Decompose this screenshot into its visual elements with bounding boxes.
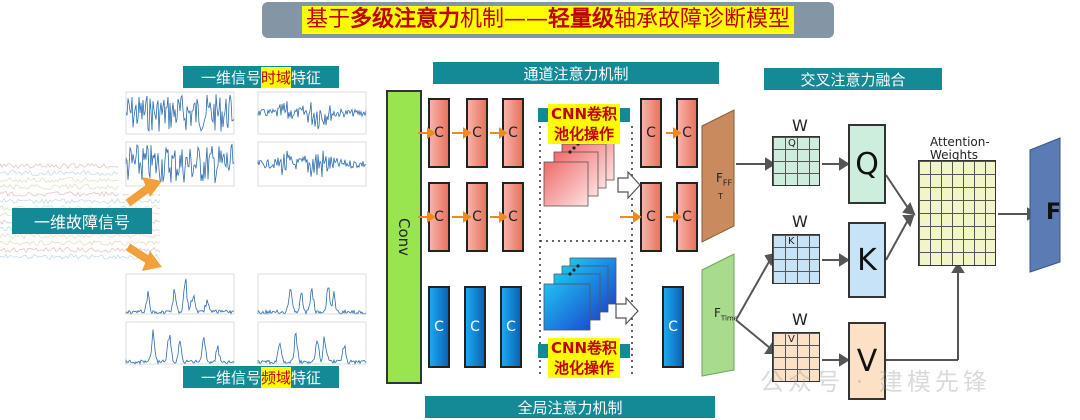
w-q-small: Q (788, 138, 796, 149)
output-feature-block (1029, 137, 1061, 273)
ftime-label: FTime (714, 306, 738, 322)
k-box: K (848, 222, 886, 298)
faint-signal-line (0, 232, 160, 240)
title-banner: 基于多级注意力机制——轻量级轴承故障诊断模型 (262, 2, 834, 38)
signal-waveform (125, 143, 235, 184)
global-c-block: C (428, 286, 450, 368)
faint-signal-line (0, 190, 160, 198)
q-box: Q (848, 124, 886, 204)
w-label-v: W (792, 310, 808, 329)
w-matrix-q (772, 136, 820, 186)
c-label: C (682, 125, 692, 141)
global-attention-label: 全局注意力机制 (425, 396, 715, 418)
title-part-5: 轴承故障诊断模型 (614, 7, 791, 32)
c-label: C (472, 209, 482, 225)
w-matrix-v (772, 332, 820, 382)
conv-block: Conv (386, 90, 422, 384)
time-domain-plots (118, 88, 368, 194)
signal-waveform (257, 150, 367, 178)
orange-arrows (125, 177, 162, 271)
title-part-1: 基于 (305, 7, 350, 32)
spectrum-line (257, 287, 367, 316)
faint-signal-line (0, 253, 160, 260)
attention-weights-label: Attention-Weights (930, 135, 990, 162)
time-label-prefix: 一维信号 (200, 68, 261, 87)
time-domain-label: 一维信号时域特征 (183, 66, 339, 88)
freq-label-highlight: 频域 (260, 366, 291, 388)
fault-signal-label: 一维故障信号 (12, 208, 152, 234)
c-label: C (506, 319, 516, 335)
hollow-arrow-icon (617, 170, 641, 200)
feature-blocks (701, 109, 735, 377)
fft-main: F (716, 171, 723, 185)
cnn-op-bottom-line1: CNN卷积 (548, 338, 620, 358)
time-label-highlight: 时域 (260, 66, 291, 88)
c-label: C (646, 209, 656, 225)
spectrum-line (257, 332, 367, 366)
w-matrix-k (772, 234, 820, 284)
time-label-suffix: 特征 (291, 68, 322, 87)
freq-domain-label: 一维信号频域特征 (183, 366, 339, 388)
ftime-main: F (714, 306, 721, 320)
global-c-block: C (464, 286, 486, 368)
channel-connectors (418, 126, 682, 376)
c-label: C (434, 209, 444, 225)
signal-waveform (257, 101, 367, 130)
global-c-block: C (662, 286, 684, 368)
c-label: C (668, 319, 678, 335)
c-label: C (470, 319, 480, 335)
c-label: C (434, 319, 444, 335)
fft-label: FFF T (716, 172, 732, 203)
channel-c-block: C (640, 98, 662, 168)
output-f-label: F (1046, 200, 1062, 225)
channel-c-block: C (466, 182, 488, 252)
c-label: C (434, 125, 444, 141)
cnn-op-top-line2: 池化操作 (548, 124, 620, 144)
cnn-op-bottom-line2: 池化操作 (548, 358, 620, 378)
arrow-up-head (142, 177, 162, 197)
channel-attention-label: 通道注意力机制 (433, 62, 719, 84)
frequency-domain-plots (118, 270, 368, 370)
ftime-sub: Time (720, 314, 739, 323)
faint-signal-line (0, 239, 160, 246)
arrow-down-head (142, 251, 162, 271)
c-label: C (682, 209, 692, 225)
title-part-3: 机制—— (459, 7, 548, 32)
freq-label-suffix: 特征 (291, 368, 322, 387)
title-part-4: 轻量级 (548, 7, 615, 32)
c-label: C (508, 209, 518, 225)
fft-sub2: T (718, 192, 723, 202)
v-box: V (848, 322, 886, 400)
page-title: 基于多级注意力机制——轻量级轴承故障诊断模型 (301, 6, 795, 34)
spectrum-line (125, 278, 235, 315)
freq-label-prefix: 一维信号 (200, 368, 261, 387)
cross-attention-label: 交叉注意力融合 (764, 68, 942, 90)
watermark: 公众号 · 建模先锋 (760, 368, 991, 396)
w-label-q: W (792, 116, 808, 135)
fft-sub: FF (722, 178, 733, 188)
c-label: C (472, 125, 482, 141)
hollow-arrow-icon (615, 296, 639, 326)
blue-feature-maps (543, 257, 639, 331)
attention-weights-matrix (918, 160, 996, 266)
c-label: C (646, 125, 656, 141)
global-c-block: C (500, 286, 522, 368)
title-part-2: 多级注意力 (349, 7, 460, 32)
w-k-small: K (788, 236, 795, 247)
c-label: C (508, 125, 518, 141)
signal-waveform (125, 94, 235, 132)
w-label-k: W (792, 212, 808, 231)
cnn-op-top-line1: CNN卷积 (548, 104, 620, 124)
spectrum-line (125, 329, 235, 365)
w-v-small: V (788, 334, 795, 345)
